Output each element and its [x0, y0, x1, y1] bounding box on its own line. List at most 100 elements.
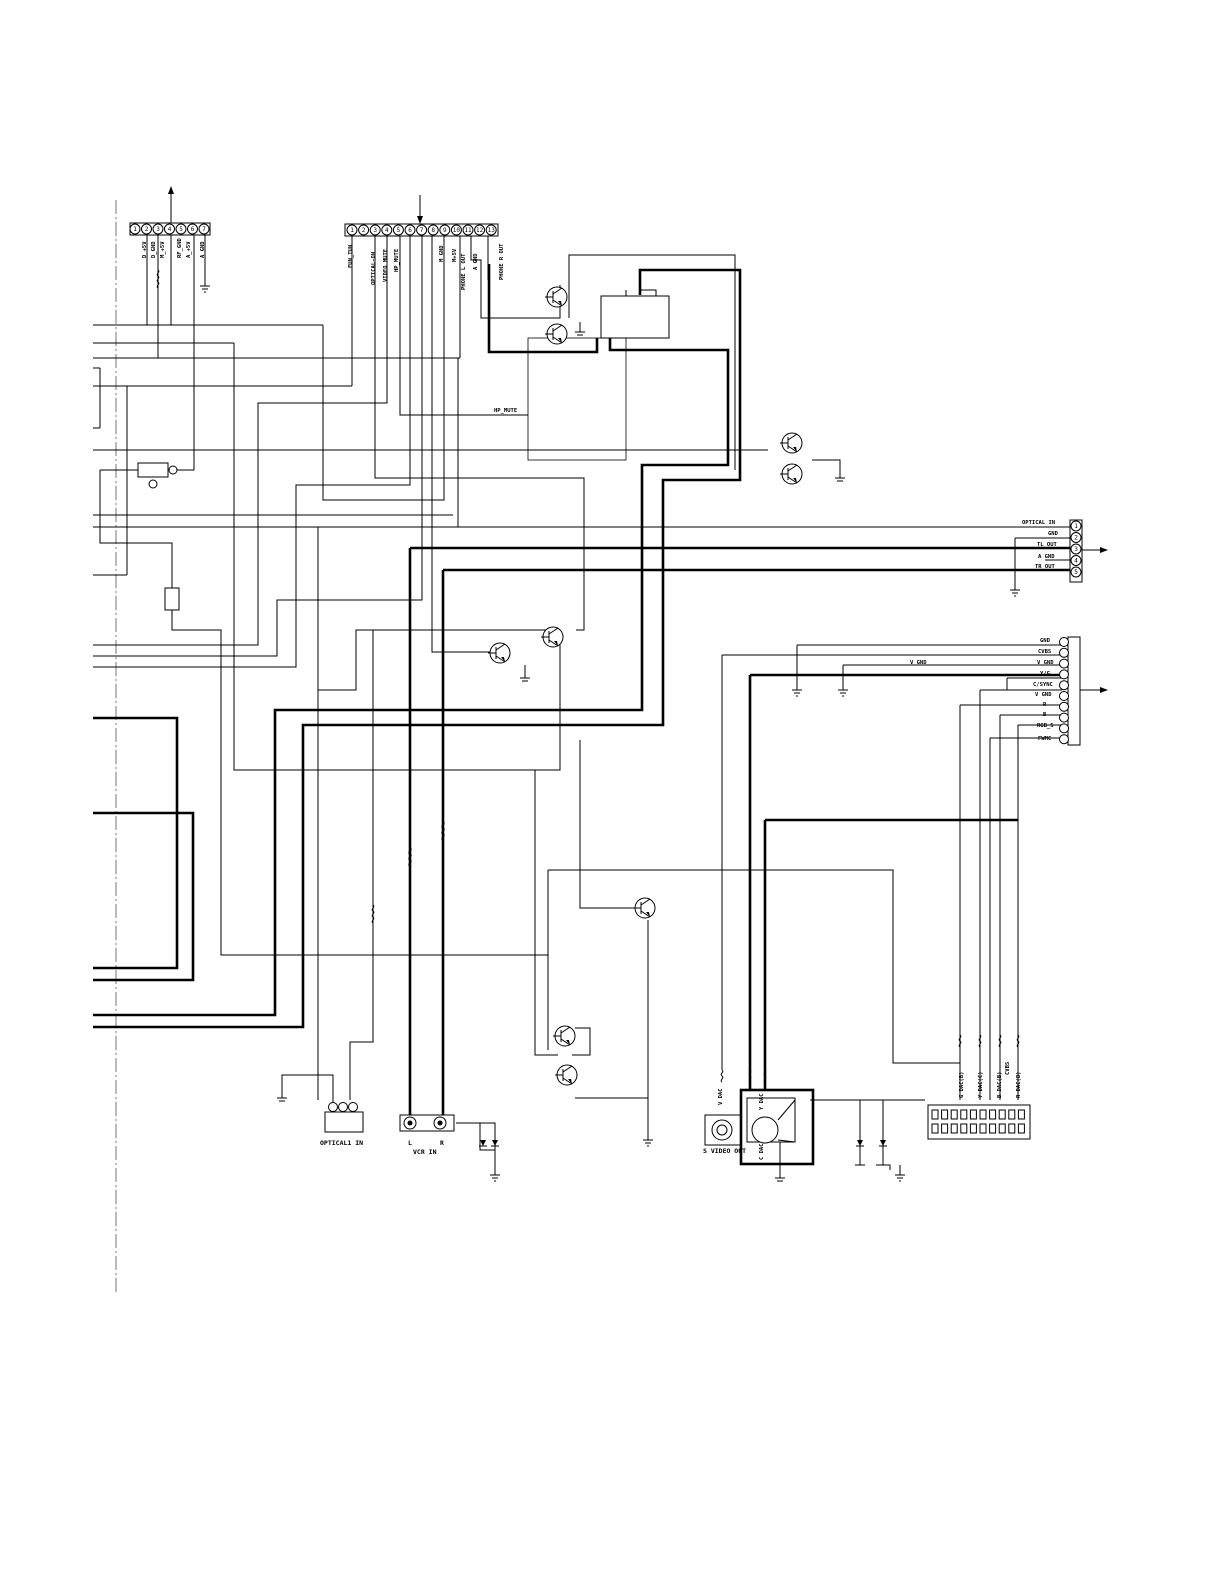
connector-c-pin-number: 4: [1074, 558, 1078, 565]
label-r: R: [1043, 702, 1047, 708]
label-optical-in: OPTICAL IN: [1022, 520, 1055, 526]
scart-pin: [1017, 1123, 1025, 1134]
label-scart-r-dac: R DAC(B): [1016, 1072, 1022, 1099]
connector-b-pin-number: 12: [476, 227, 484, 234]
transistor-symbol: [553, 1025, 576, 1047]
connector-b-pin-number: 3: [373, 227, 377, 234]
connector-d-pin-9: [1059, 723, 1069, 734]
connector-b-pin-number: 9: [443, 227, 447, 234]
label-rf-gnd: RF_GND: [177, 237, 183, 258]
label-hp-mute: HP_MUTE: [394, 249, 400, 272]
scart-pin: [931, 1123, 939, 1134]
optical-jack: OPTICAL1 IN: [277, 1074, 364, 1147]
connector-b-labels: FUN_TUN OPTICAL-ON VIDEO MUTE HP_MUTE M_…: [348, 243, 505, 290]
label-gnd-d: GND: [1040, 638, 1051, 644]
connector-a-pin-7: [198, 223, 210, 235]
connector-a-pin-2: [141, 223, 152, 235]
connector-b-pin-12: [474, 224, 486, 236]
connector-a-pin-1: [129, 223, 141, 235]
label-phone-l-out: PHONE L OUT: [461, 253, 467, 290]
connector-a-pin-number: 1: [133, 226, 137, 233]
label-cvbs: CVBS: [1038, 649, 1051, 655]
scart-pin: [989, 1123, 997, 1134]
label-scart-g-dac: G DAC(B): [959, 1072, 965, 1099]
connector-d-pin-6: [1059, 691, 1069, 701]
connector-c-pin-number: 5: [1074, 569, 1078, 576]
label-v-gnd-net: V GND: [910, 660, 927, 666]
connector-c-pin-3: [1070, 543, 1082, 555]
label-video-mute: VIDEO MUTE: [383, 249, 389, 282]
connector-a-pin-number: 2: [145, 226, 149, 233]
connector-c-pin-2: [1070, 532, 1082, 543]
scart-pin: [960, 1123, 968, 1134]
label-v-dac: V DAC: [718, 1088, 724, 1105]
label-y-g: Y/G: [1040, 671, 1051, 677]
connector-b-pin-13: [485, 224, 497, 236]
connector-a-labels: D_+5V D_GND M_+5V RF_GND A_+5V A_GND: [142, 237, 206, 258]
connector-d-pin-8: [1059, 712, 1069, 723]
label-scart-cvbs: CVBS: [1005, 1062, 1011, 1075]
connector-a-pin-number: 7: [202, 226, 206, 233]
label-a-gnd-c: A GND: [1038, 554, 1055, 560]
connector-d-pin-2: [1059, 647, 1069, 658]
connector-a-pin-5: [175, 223, 187, 235]
label-c-sync: C/SYNC: [1033, 682, 1053, 688]
scart-pin: [1008, 1109, 1016, 1120]
scart-pin: [979, 1123, 987, 1134]
scart-pin: [969, 1123, 977, 1134]
label-m-gnd: M_GND: [439, 245, 445, 262]
transistor-symbol: [633, 897, 656, 919]
thin-wires: [93, 235, 1070, 1182]
scart-pin: [941, 1123, 949, 1134]
label-d-gnd: D_GND: [151, 241, 157, 258]
connector-b-pin-7: [416, 224, 428, 236]
connector-a-pin-6: [187, 223, 198, 235]
connector-a-pin-3: [152, 223, 164, 235]
connector-b-pin-11: [462, 224, 474, 236]
connector-a-pin-4: [164, 223, 175, 235]
transistor-symbol: [545, 286, 568, 308]
connector-b-pin-number: 6: [408, 227, 412, 234]
label-m-5v-b: M+5V: [452, 248, 458, 262]
connector-b-pin-2: [358, 224, 370, 236]
scart-connector: G DAC(B) Y DAC(C) B DAC(B) CVBS R DAC(B): [927, 1062, 1031, 1140]
scart-pin: [960, 1109, 968, 1120]
inductors: [408, 821, 1020, 1083]
connector-b-pin-number: 5: [397, 227, 401, 234]
connector-d: GND CVBS V GND Y/G C/SYNC V GND R B RGB_…: [910, 636, 1108, 746]
transistor-symbol: [780, 463, 803, 485]
scart-pin: [998, 1123, 1006, 1134]
ground-symbols: [520, 322, 845, 682]
label-s-video-out: S VIDEO OUT: [703, 1147, 746, 1155]
connector-c-pin-4: [1070, 555, 1082, 566]
label-fwmc: FWMC: [1038, 736, 1051, 742]
connector-b-pin-number: 2: [362, 227, 366, 234]
connector-d-pin-5: [1059, 680, 1069, 691]
connector-b-pin-3: [369, 224, 381, 236]
connector-b-pin-4: [381, 224, 393, 236]
connector-b-pin-number: 10: [453, 227, 461, 234]
connector-d-pin-1: [1059, 637, 1069, 647]
vcr-in-jack: L R VCR IN: [399, 1114, 455, 1156]
scart-pin: [989, 1109, 997, 1120]
connector-b-pin-8: [427, 224, 439, 236]
connector-b-pin-6: [404, 224, 416, 236]
connector-b-pin-number: 11: [464, 227, 472, 234]
label-a-gnd-b: A GND: [473, 253, 479, 270]
connector-c-pin-5: [1070, 566, 1082, 578]
transistor-symbol: [545, 323, 568, 345]
label-vcr-l: L: [408, 1139, 412, 1147]
vcr-diodes: [479, 1140, 499, 1147]
transistor-symbol: [541, 626, 564, 648]
label-rgb-s: RGB_S: [1037, 723, 1054, 729]
label-scart-y-dac: Y DAC(C): [978, 1072, 984, 1099]
connector-c-pin-number: 1: [1074, 523, 1078, 530]
connector-d-pin-10: [1059, 734, 1069, 745]
label-gnd-c: GND: [1048, 531, 1059, 537]
label-d-5v: D_+5V: [142, 241, 148, 258]
scart-pin: [950, 1109, 958, 1120]
connector-a-pin-number: 4: [168, 226, 172, 233]
